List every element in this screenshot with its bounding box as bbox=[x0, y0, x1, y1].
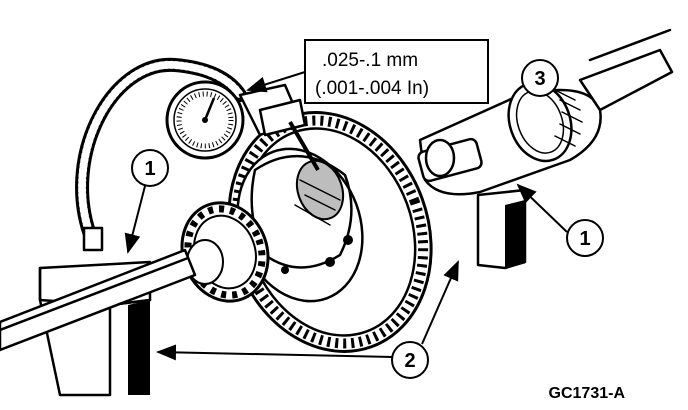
callout-3: 3 bbox=[521, 59, 559, 97]
spec-callout: .025-.1 mm (.001-.004 In) bbox=[246, 39, 489, 104]
callout-2-label: 2 bbox=[404, 350, 415, 372]
callout-1-right: 1 bbox=[516, 183, 604, 257]
gauge-hose bbox=[75, 57, 247, 252]
v-block-right bbox=[476, 188, 527, 270]
callout-1-left-label: 1 bbox=[144, 158, 155, 180]
dial-indicator bbox=[165, 80, 320, 172]
left-axle-shaft bbox=[0, 248, 197, 352]
callout-3-label: 3 bbox=[534, 68, 545, 90]
spec-line-mm: .025-.1 mm bbox=[322, 50, 418, 71]
callout-1-right-label: 1 bbox=[579, 228, 590, 250]
right-axle-stub bbox=[417, 137, 483, 183]
callout-2: 2 bbox=[156, 260, 459, 379]
spec-line-in: (.001-.004 In) bbox=[315, 78, 429, 99]
figure-id: GC1731-A bbox=[549, 385, 626, 402]
callout-1-left: 1 bbox=[124, 149, 169, 254]
